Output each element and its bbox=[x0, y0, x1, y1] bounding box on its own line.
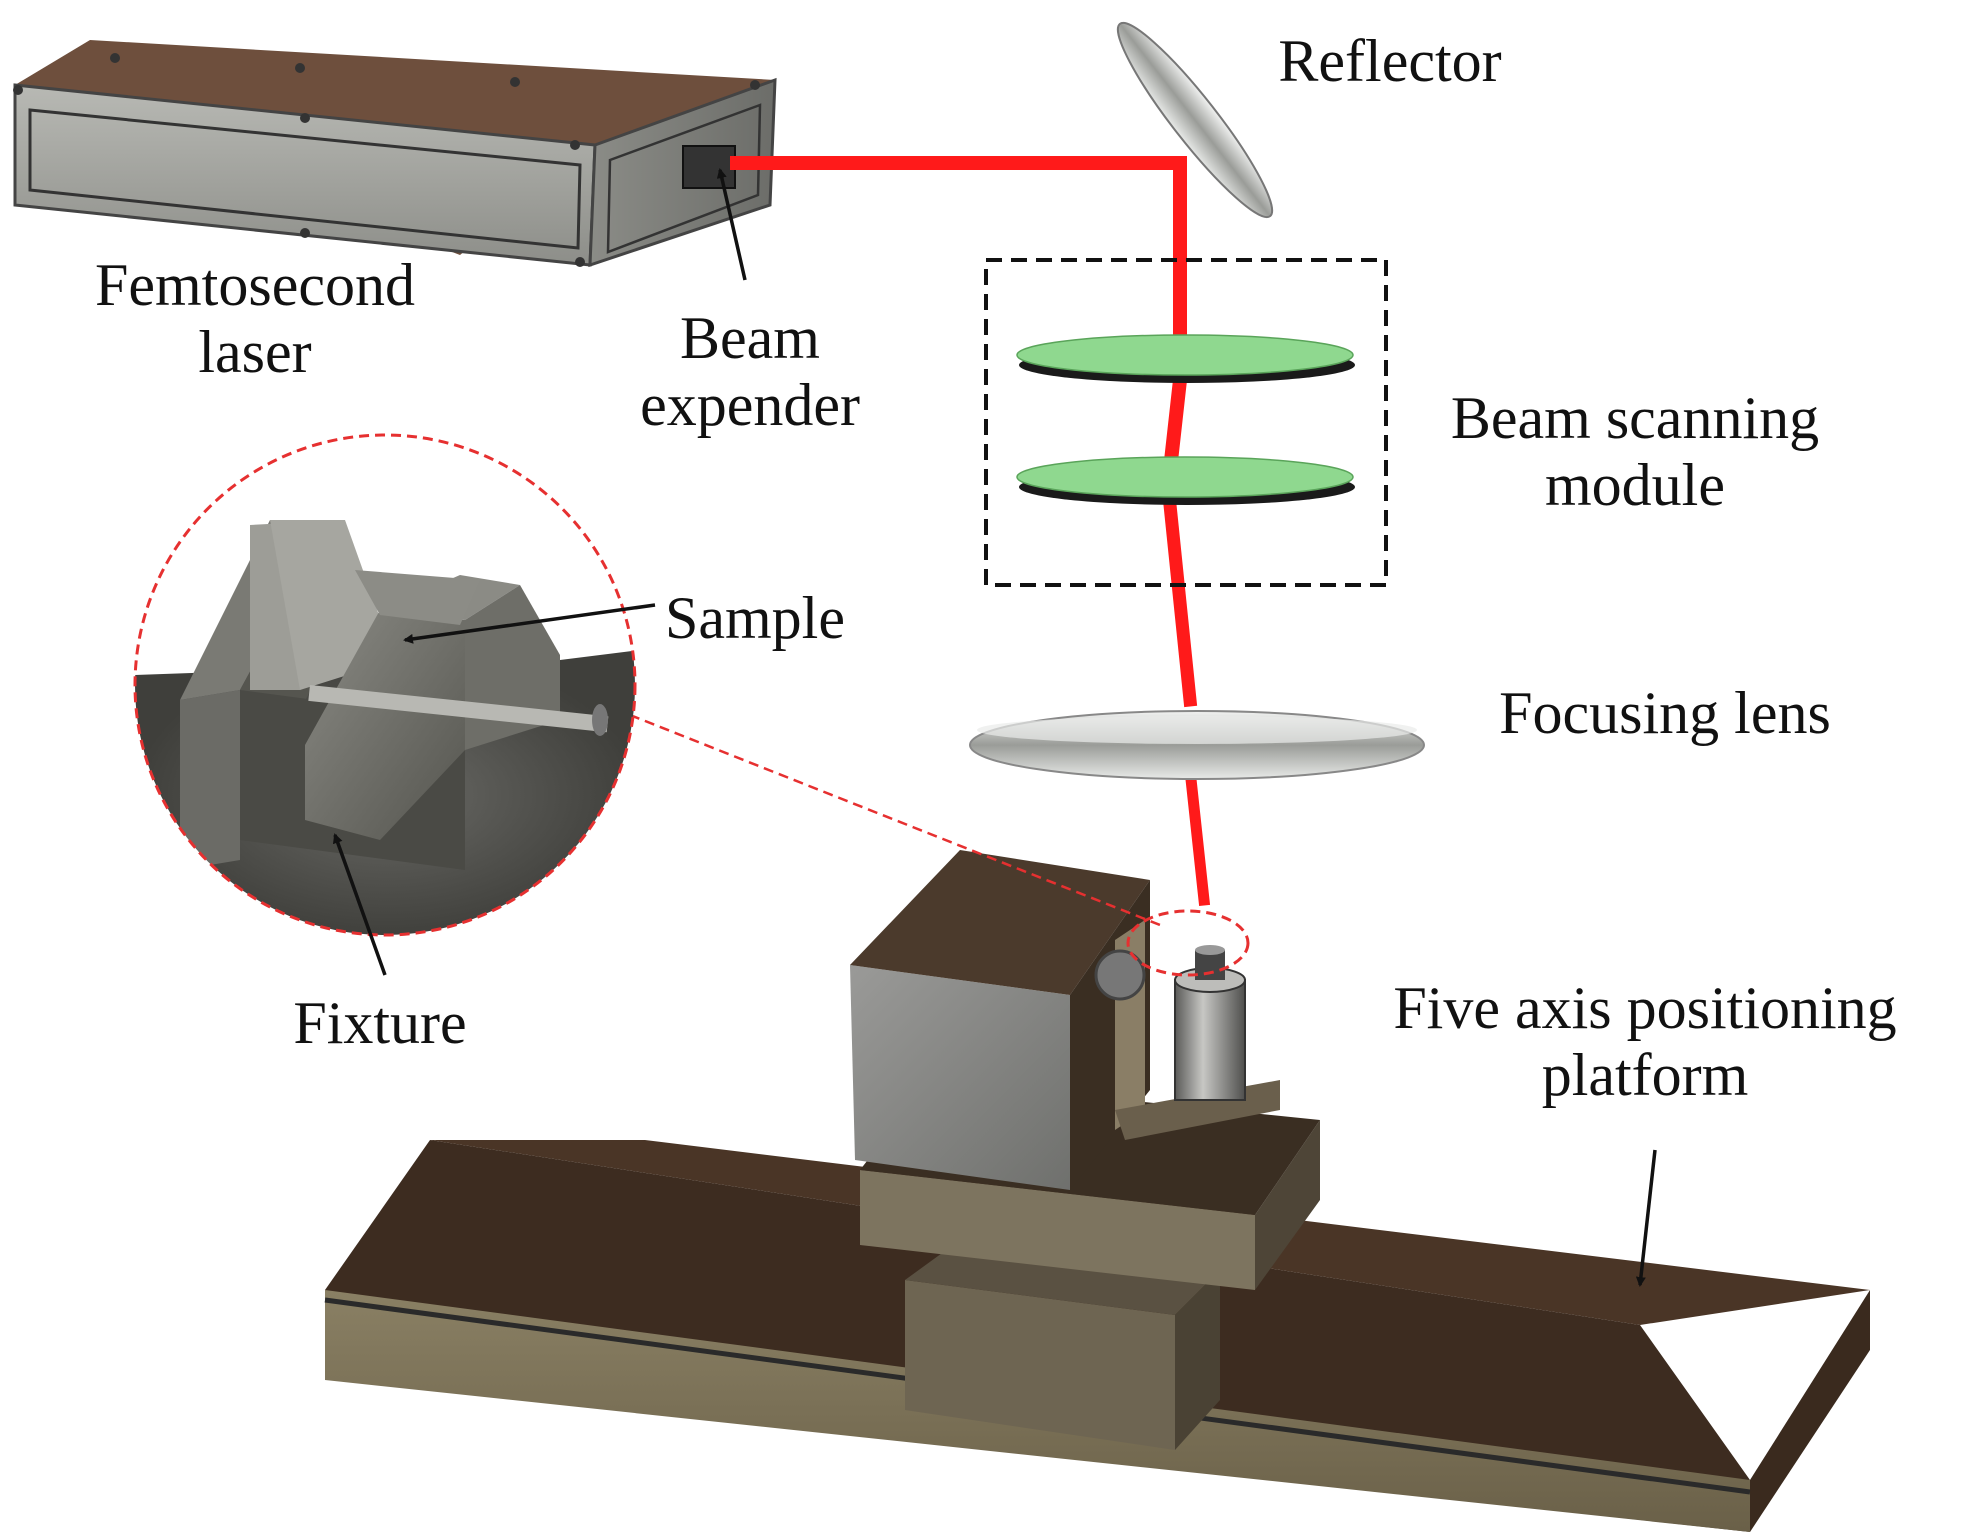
beam-expender-label: Beam expender bbox=[600, 305, 900, 439]
reflector-label: Reflector bbox=[1245, 28, 1535, 95]
scanning-mirror-lower bbox=[1016, 456, 1355, 505]
focusing-lens-label: Focusing lens bbox=[1455, 680, 1875, 747]
five-axis-platform-label: Five axis positioning platform bbox=[1340, 975, 1950, 1109]
five-axis-platform-label-line-2: platform bbox=[1541, 1042, 1749, 1109]
beam-expender-label-line-1: Beam bbox=[680, 305, 820, 371]
beam-scanning-module-label: Beam scanning module bbox=[1405, 385, 1865, 519]
reflector-mirror-icon bbox=[1116, 21, 1274, 219]
five-axis-platform-label-line-1: Five axis positioning bbox=[1393, 975, 1897, 1041]
beam-expender-label-line-2: expender bbox=[640, 372, 860, 439]
beam-scanning-module-label-line-1: Beam scanning bbox=[1450, 385, 1820, 451]
sample-label: Sample bbox=[665, 585, 905, 652]
laser-beam bbox=[730, 156, 1211, 907]
beam-scanning-module-label-line-2: module bbox=[1545, 452, 1725, 519]
focusing-lens-label-text: Focusing lens bbox=[1499, 680, 1831, 746]
scanning-mirror-upper bbox=[1016, 334, 1355, 383]
annotation-arrows bbox=[332, 168, 1657, 1287]
femtosecond-laser-label: Femtosecond laser bbox=[60, 252, 450, 386]
five-axis-platform-stage-icon bbox=[324, 850, 1870, 1532]
sample-fixture-callout bbox=[133, 433, 1250, 977]
fixture-label-text: Fixture bbox=[293, 990, 467, 1056]
femtosecond-laser-label-line-2: laser bbox=[198, 319, 312, 386]
beam-scanning-module-box bbox=[984, 258, 1388, 587]
reflector-label-text: Reflector bbox=[1278, 28, 1502, 94]
sample-label-text: Sample bbox=[665, 585, 845, 651]
fixture-label: Fixture bbox=[270, 990, 490, 1057]
femtosecond-laser-label-line-1: Femtosecond bbox=[95, 252, 415, 318]
femtosecond-laser-box-icon bbox=[13, 40, 777, 268]
focusing-lens-icon bbox=[969, 710, 1425, 780]
